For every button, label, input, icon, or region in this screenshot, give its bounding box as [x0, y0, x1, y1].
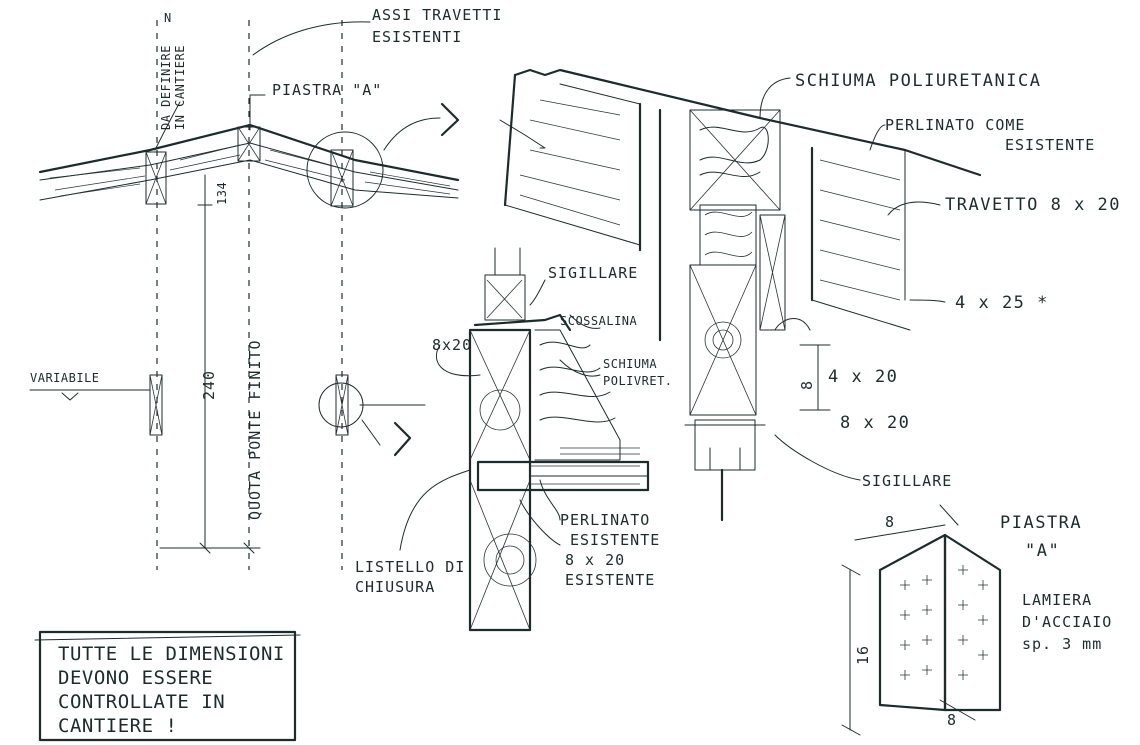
- label-assi-travetti-1: ASSI TRAVETTI: [372, 6, 502, 24]
- label-scossalina: SCOSSALINA: [560, 314, 638, 328]
- label-north: N: [164, 11, 172, 25]
- label-8x20-left: 8x20: [432, 336, 472, 354]
- label-schiuma-polivret-2: POLIVRET.: [603, 374, 673, 388]
- label-plate-dim-8-top: 8: [885, 513, 895, 531]
- labels: N ASSI TRAVETTI ESISTENTI DA DEFINIRE IN…: [30, 6, 1121, 737]
- note-line-2: DEVONO ESSERE: [58, 667, 213, 689]
- label-dim-8x20-right: 8 x 20: [840, 413, 910, 433]
- label-dim-4x25: 4 x 25 *: [955, 293, 1049, 313]
- roof-section-elevation: [29, 20, 460, 570]
- label-da-definire-1: DA DEFINIRE: [159, 45, 173, 130]
- label-perlinato-come-2: ESISTENTE: [1005, 136, 1095, 154]
- label-esistente-8x20-2: ESISTENTE: [565, 571, 655, 589]
- label-lamiera-1: LAMIERA: [1022, 591, 1092, 609]
- label-perlinato-esistente-2: ESISTENTE: [570, 531, 660, 549]
- label-piastra-a-detail-2: "A": [1025, 541, 1060, 561]
- label-lamiera-3: sp. 3 mm: [1022, 635, 1102, 653]
- note-line-4: CANTIERE !: [58, 715, 177, 737]
- sloped-roof-detail: [499, 68, 982, 522]
- label-perlinato-come-1: PERLINATO COME: [885, 116, 1025, 134]
- label-dim-4x20: 4 x 20: [828, 367, 898, 387]
- label-piastra-a-top: PIASTRA "A": [272, 81, 382, 99]
- label-dim-240: 240: [200, 370, 218, 400]
- label-quota-ponte: QUOTA PONTE FINITO: [246, 339, 264, 520]
- label-sigillare-2: SIGILLARE: [862, 472, 952, 490]
- label-travetto: TRAVETTO 8 x 20: [945, 195, 1121, 215]
- note-line-1: TUTTE LE DIMENSIONI: [58, 643, 285, 665]
- label-listello-1: LISTELLO DI: [355, 558, 465, 576]
- label-variabile: VARIABILE: [30, 371, 100, 385]
- label-listello-2: CHIUSURA: [355, 578, 435, 596]
- label-sigillare-1: SIGILLARE: [548, 264, 638, 282]
- dimension-note-box: [34, 630, 301, 742]
- plate-a-detail: [841, 504, 1002, 736]
- label-dim-134: 134: [215, 182, 229, 205]
- label-lamiera-2: D'ACCIAIO: [1022, 613, 1112, 631]
- note-line-3: CONTROLLATE IN: [58, 691, 225, 713]
- label-schiuma-polivret-1: SCHIUMA: [603, 357, 657, 371]
- label-piastra-a-detail-1: PIASTRA: [1000, 513, 1082, 533]
- label-assi-travetti-2: ESISTENTI: [372, 28, 462, 46]
- label-plate-dim-16: 16: [854, 645, 872, 665]
- label-perlinato-esistente-1: PERLINATO: [560, 511, 650, 529]
- label-da-definire-2: IN CANTIERE: [173, 45, 187, 130]
- label-schiuma-poliuretanica: SCHIUMA POLIURETANICA: [795, 71, 1041, 91]
- wall-section-detail: [399, 247, 650, 632]
- label-dim-8: 8: [798, 380, 816, 390]
- label-esistente-8x20-1: 8 x 20: [565, 551, 625, 569]
- label-plate-dim-8-bottom: 8: [947, 711, 957, 729]
